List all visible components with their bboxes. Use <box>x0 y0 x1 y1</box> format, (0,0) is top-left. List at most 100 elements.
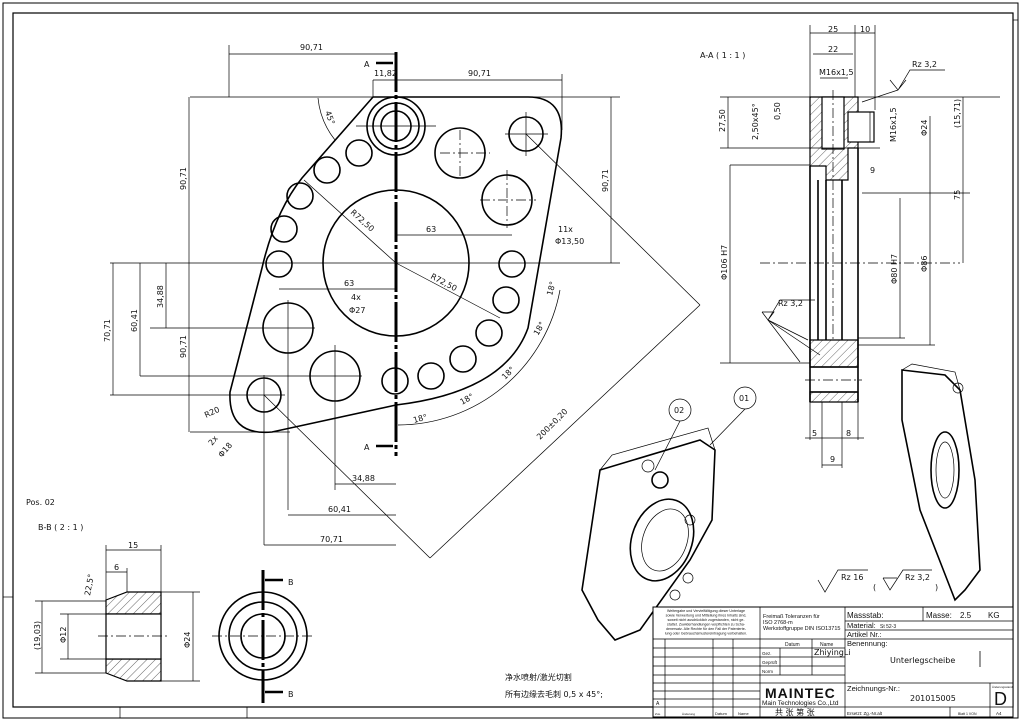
dimension-label: Name <box>820 642 834 648</box>
dimension-label: Material: <box>847 621 876 630</box>
dimension-label: 34,88 <box>352 474 375 483</box>
dimension-label: 6 <box>114 563 119 572</box>
dimension-label: 所有边缘去毛刺 0,5 x 45°; <box>505 689 603 699</box>
dimension-label: 22 <box>828 45 838 54</box>
dimension-label: 90,71 <box>300 43 323 52</box>
dimension-label: 9 <box>830 455 835 464</box>
section-aa: A-A ( 1 : 1 ) <box>700 25 1000 468</box>
dimension-label: Main Technologies Co.,Ltd <box>762 700 839 707</box>
dimension-label: 34,88 <box>156 285 165 308</box>
svg-text:(: ( <box>873 583 876 592</box>
dimension-label: 2,50x45° <box>751 103 760 140</box>
dimension-label: Rz 3,2 <box>912 60 937 69</box>
dimension-label: soweit nicht ausdrücklich zugestanden, n… <box>667 618 745 622</box>
dimension-label: (15,71) <box>953 99 962 128</box>
dimension-label: Φ24 <box>920 120 929 136</box>
dimension-label: Norm <box>762 669 773 674</box>
dimension-label: 90,71 <box>601 169 610 192</box>
dimension-label: Datum <box>715 711 727 716</box>
dimension-label: 18° <box>412 413 428 425</box>
dimension-label: 11,82 <box>374 69 397 78</box>
dimension-label: Φ24 <box>183 632 192 648</box>
isometric-view-part <box>901 363 981 602</box>
dimension-label: 01 <box>739 394 749 403</box>
dimension-label: 11x <box>558 225 573 234</box>
dimension-label: Massstab: <box>847 611 883 620</box>
company-logo: MAINTEC <box>765 685 836 701</box>
dimension-label: 9 <box>870 166 875 175</box>
dimension-label: stattet. Zuwiderhandlungen verpflichten … <box>667 623 746 627</box>
section-bb-title: B-B ( 2 : 1 ) <box>38 523 83 532</box>
dimension-label: A <box>364 443 370 452</box>
dimension-label: Rz 3,2 <box>905 573 930 582</box>
dimension-label: Werkstoffgruppe DIN ISO13715 <box>763 626 840 632</box>
dimension-label: Benennung: <box>847 639 887 648</box>
dimension-label: 90,71 <box>179 167 188 190</box>
dimension-label: Φ12 <box>59 627 68 643</box>
svg-text:): ) <box>935 583 938 592</box>
section-bb: Pos. 02 B-B ( 2 : 1 ) 15 6 22,5° (19,03)… <box>26 498 312 703</box>
dimension-label: 10 <box>860 25 870 34</box>
dimension-label: Φ13,50 <box>555 237 584 246</box>
dimension-label: sowie Verwertung und Mitteilung ihres In… <box>666 614 747 618</box>
dimension-label: 63 <box>344 279 354 288</box>
dimension-label: 75 <box>953 190 962 200</box>
isometric-view-assembly: 02 01 <box>581 386 757 641</box>
dimension-label: M16x1,5 <box>889 107 898 142</box>
dimension-label: 2x <box>207 434 220 448</box>
dimension-label: 18° <box>545 280 557 296</box>
dimension-label: 22,5° <box>83 573 96 596</box>
dimension-label: Rz 16 <box>841 573 863 582</box>
dimension-label: Weitergabe und Vervielfältigung dieser U… <box>667 609 745 613</box>
dimension-label: Φ80 H7 <box>890 254 899 284</box>
dimension-label: 70,71 <box>103 319 112 342</box>
dimension-label: 2.5 <box>960 611 972 620</box>
section-aa-title: A-A ( 1 : 1 ) <box>700 51 745 60</box>
dimension-label: B <box>288 690 294 699</box>
surface-finish-symbols: Rz 16 ( Rz 3,2 ) <box>817 569 938 593</box>
dimension-label: B <box>288 578 294 587</box>
dimension-label: D <box>994 689 1007 709</box>
dimension-label: 15 <box>128 541 138 550</box>
dimension-label: Name <box>738 711 749 716</box>
dimension-label: 60,41 <box>130 309 139 332</box>
dimension-label: A4 <box>996 711 1002 716</box>
dimension-label: 70,71 <box>320 535 343 544</box>
dimension-label: Datum <box>785 642 800 648</box>
dimension-label: Artikel Nr.: <box>847 630 882 639</box>
dimension-label: 18° <box>459 392 476 407</box>
dimension-label: Φ18 <box>217 441 234 459</box>
dimension-label: 90,71 <box>179 335 188 358</box>
dimension-label: Gez. <box>762 651 772 656</box>
dimension-label: R20 <box>203 405 221 420</box>
dimension-label: 200±0,20 <box>535 407 570 442</box>
dimension-label: 8 <box>846 429 851 438</box>
dimension-label: Blatt 1 VON <box>958 712 977 716</box>
dimension-label: A <box>364 60 370 69</box>
dimension-label: 63 <box>426 225 436 234</box>
dimension-label: St 52-3 <box>880 624 896 630</box>
dimension-label: Φ86 <box>920 256 929 272</box>
dimension-label: M16x1,5 <box>819 68 854 77</box>
dimension-label: ISO 2768-m <box>763 620 793 626</box>
dimension-label: denersatz. Alle Rechte für den Fall der … <box>666 627 747 631</box>
dimension-label: Zeichnungs-Nr.: <box>847 684 900 693</box>
dimension-label: R72,50 <box>349 208 376 234</box>
dimension-label: A <box>656 701 660 707</box>
dimension-label: Φ106 H7 <box>720 245 729 280</box>
dimension-label: Änderungsstand <box>992 685 1013 689</box>
dimension-label: Φ27 <box>349 306 365 315</box>
dimension-label: 共 张 第 张 <box>775 707 815 717</box>
dimension-label: 201015005 <box>910 694 956 703</box>
dimension-label: lung oder Gebrauchsmustereintragung vorb… <box>665 632 747 636</box>
dimension-label: 18° <box>500 365 516 381</box>
dimension-label: Geprüft <box>762 660 778 665</box>
dimension-label: 27,50 <box>718 109 727 132</box>
dimension-label: 25 <box>828 25 838 34</box>
dimension-label: 60,41 <box>328 505 351 514</box>
dimension-label: ZhiyingLi <box>814 648 851 657</box>
dimension-label: Masse: <box>926 611 952 620</box>
title-block: Weitergabe und Vervielfältigung dieser U… <box>652 606 1014 718</box>
